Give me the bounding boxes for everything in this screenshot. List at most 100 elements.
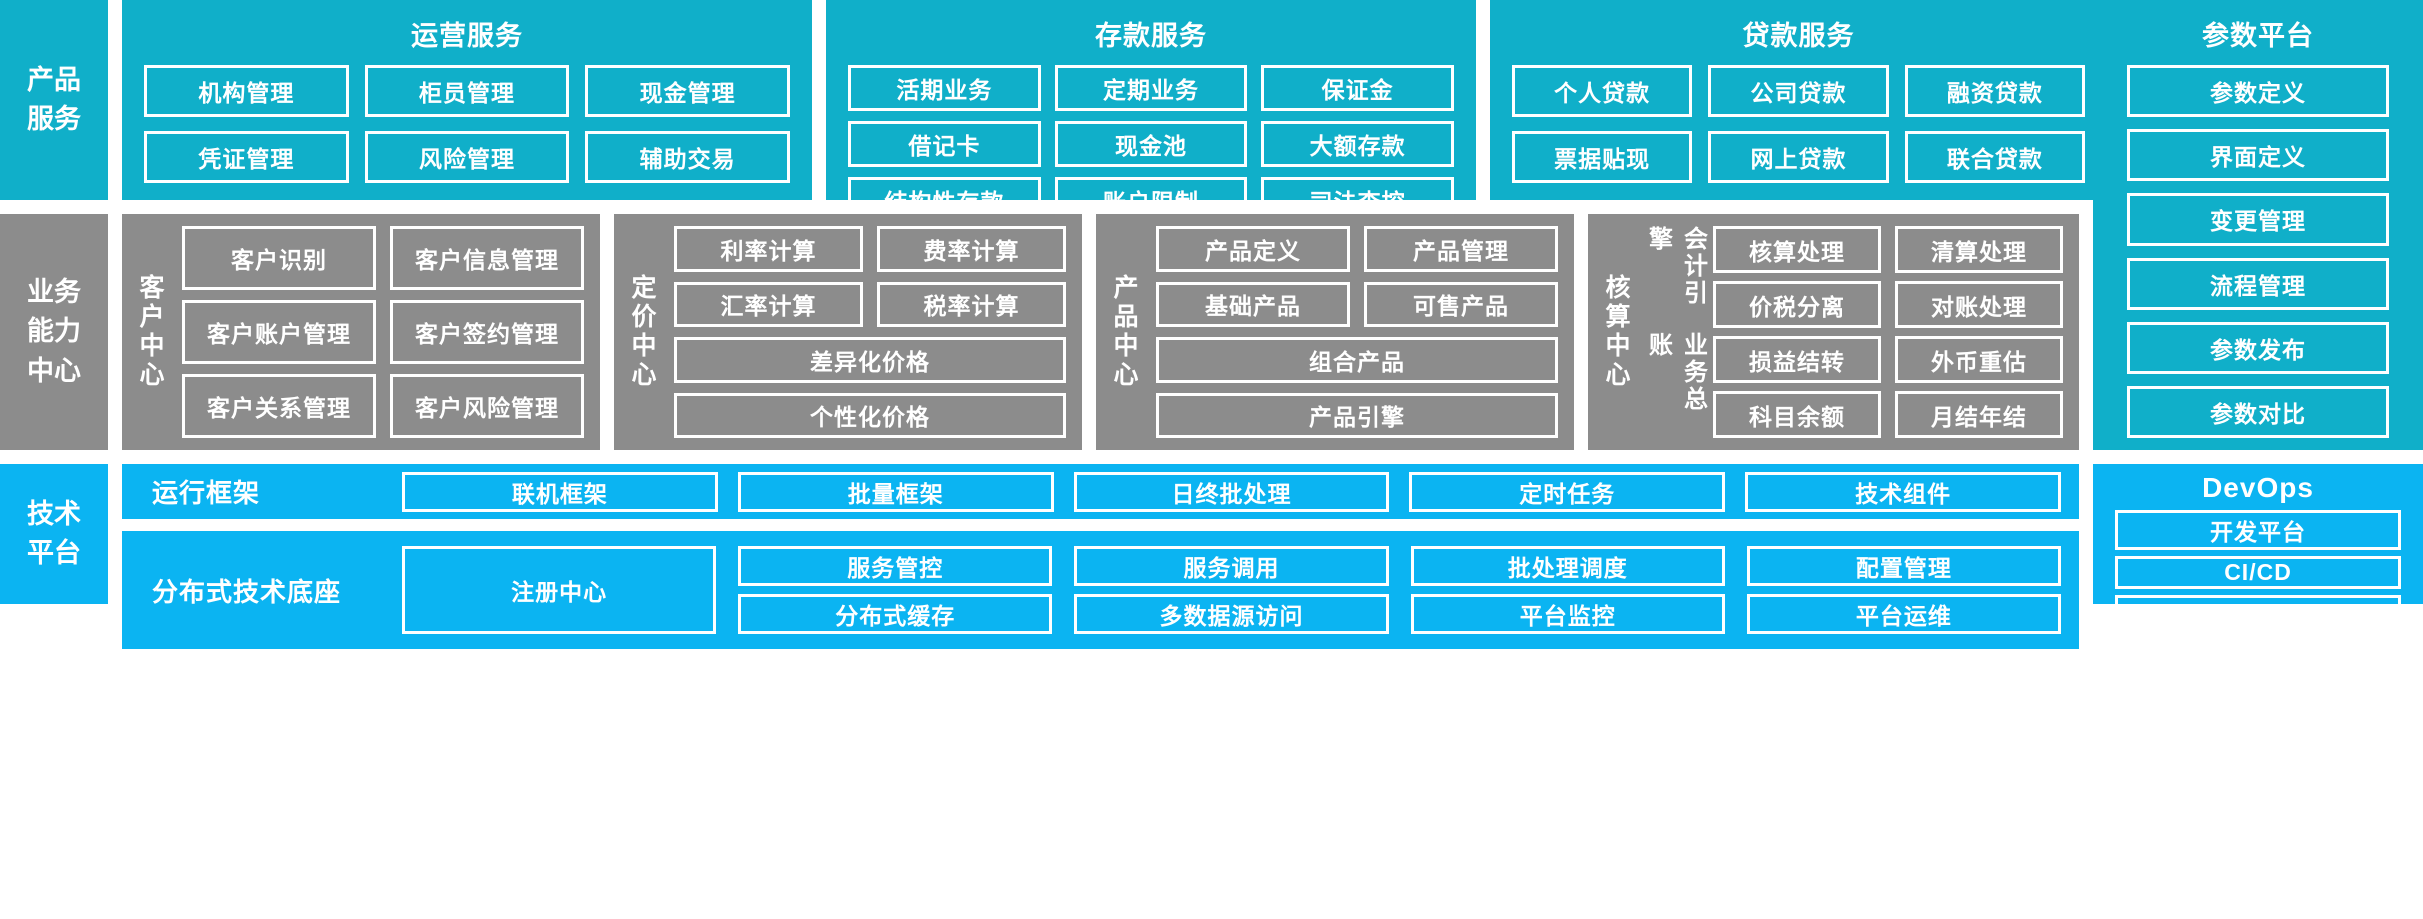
capability-tile[interactable]: 外币重估 <box>1895 336 2063 383</box>
center-accounting: 核算中心 会计引擎 业务总账 核算处理 清算处理 价税分离 对账处理 损益结转 … <box>1588 214 2079 450</box>
capability-tile[interactable]: 利率计算 <box>674 226 864 272</box>
capability-tile[interactable]: 月结年结 <box>1895 391 2063 438</box>
capability-tile[interactable]: 可售产品 <box>1364 281 1559 327</box>
tech-tile[interactable]: 定时任务 <box>1409 471 1726 512</box>
strip-runtime-framework-label: 运行框架 <box>152 478 261 508</box>
capability-tile[interactable]: 核算处理 <box>1713 226 1882 273</box>
capability-tile-wide[interactable]: 产品引擎 <box>1156 392 1559 438</box>
rail-product-service-line2: 服务 <box>27 104 81 134</box>
rail-capability-center: 业务 能力 中心 <box>0 214 108 450</box>
devops-tile[interactable]: CI/CD <box>2115 556 2401 589</box>
tech-tile[interactable]: 平台运维 <box>1746 594 2062 634</box>
service-tile[interactable]: 机构管理 <box>144 65 349 117</box>
tech-tile[interactable]: 配置管理 <box>1746 546 2062 586</box>
strip-distributed-base: 分布式技术底座 注册中心 服务管控 分布式缓存 服务调用 多数据源访问 批处理调… <box>122 531 2079 649</box>
center-accounting-label: 核算中心 <box>1602 274 1631 390</box>
parameter-tile[interactable]: 界面定义 <box>2127 129 2389 182</box>
tech-tile[interactable]: 多数据源访问 <box>1074 594 1389 634</box>
capability-tile[interactable]: 客户账户管理 <box>182 300 376 364</box>
capability-tile[interactable]: 科目余额 <box>1713 391 1882 438</box>
center-customer-label: 客户中心 <box>136 274 164 390</box>
panel-deposit-service: 存款服务 活期业务 定期业务 保证金 借记卡 现金池 大额存款 结构性存款 账户… <box>826 0 1476 223</box>
service-tile[interactable]: 网上贷款 <box>1708 131 1889 183</box>
strip-runtime-framework: 运行框架 联机框架 批量框架 日终批处理 定时任务 技术组件 <box>122 464 2079 519</box>
service-tile[interactable]: 联合贷款 <box>1904 131 2085 183</box>
rail-capability-line3: 中心 <box>27 355 81 386</box>
rail-tech-platform: 技术 平台 <box>0 464 108 604</box>
rail-capability-line1: 业务 <box>27 277 81 308</box>
rail-tech-line1: 技术 <box>27 498 81 529</box>
tech-tile[interactable]: 服务调用 <box>1074 546 1389 586</box>
capability-tile[interactable]: 税率计算 <box>877 281 1067 327</box>
parameter-tile[interactable]: 参数发布 <box>2127 321 2389 374</box>
capability-tile[interactable]: 损益结转 <box>1713 336 1882 383</box>
capability-tile[interactable]: 清算处理 <box>1895 226 2063 273</box>
capability-tile[interactable]: 汇率计算 <box>674 281 864 327</box>
devops-tile[interactable]: 开发平台 <box>2115 510 2401 550</box>
panel-devops-title: DevOps <box>2202 472 2314 503</box>
capability-tile[interactable]: 客户识别 <box>182 226 376 290</box>
service-tile[interactable]: 个人贷款 <box>1512 65 1693 117</box>
band-product-service: 产品 服务 运营服务 机构管理 柜员管理 现金管理 凭证管理 风险管理 辅助交易… <box>0 0 2423 223</box>
service-tile[interactable]: 票据贴现 <box>1512 131 1693 183</box>
panel-operations-service-title: 运营服务 <box>411 21 523 51</box>
parameter-tile[interactable]: 流程管理 <box>2127 257 2389 310</box>
capability-tile-wide[interactable]: 差异化价格 <box>674 337 1067 383</box>
service-tile[interactable]: 公司贷款 <box>1708 65 1889 117</box>
tech-tile[interactable]: 分布式缓存 <box>738 594 1053 634</box>
capability-tile[interactable]: 客户关系管理 <box>182 374 376 438</box>
capability-tile[interactable]: 客户信息管理 <box>390 226 584 290</box>
center-product-label: 产品中心 <box>1110 274 1139 390</box>
capability-tile[interactable]: 产品管理 <box>1364 226 1559 272</box>
parameter-tile[interactable]: 参数定义 <box>2127 65 2389 118</box>
parameter-tile[interactable]: 参数对比 <box>2127 385 2389 439</box>
service-tile[interactable]: 活期业务 <box>848 65 1041 111</box>
service-tile[interactable]: 保证金 <box>1261 65 1454 111</box>
service-tile[interactable]: 凭证管理 <box>144 131 349 183</box>
service-tile[interactable]: 融资贷款 <box>1904 65 2085 117</box>
service-tile[interactable]: 柜员管理 <box>364 65 570 117</box>
tech-tile[interactable]: 技术组件 <box>1745 471 2061 512</box>
panel-deposit-service-title: 存款服务 <box>1095 21 1207 51</box>
center-product: 产品中心 产品定义 产品管理 基础产品 可售产品 组合产品 产品引擎 <box>1096 214 1575 450</box>
capability-tile[interactable]: 客户风险管理 <box>390 374 584 438</box>
band-capability-center: 业务 能力 中心 客户中心 客户识别 客户信息管理 客户账户管理 客户签约管理 … <box>0 214 2079 450</box>
service-tile[interactable]: 现金管理 <box>585 65 790 117</box>
center-accounting-sub-ledger: 业务总账 <box>1644 332 1707 413</box>
rail-capability-line2: 能力 <box>27 316 81 347</box>
rail-product-service: 产品 服务 <box>0 0 108 200</box>
rail-tech-line2: 平台 <box>27 538 81 568</box>
panel-parameter-platform: 参数平台 参数定义 界面定义 变更管理 流程管理 参数发布 参数对比 <box>2093 0 2423 450</box>
service-tile[interactable]: 风险管理 <box>364 131 570 183</box>
rail-product-service-line1: 产品 <box>27 64 81 95</box>
capability-tile[interactable]: 客户签约管理 <box>390 300 584 364</box>
capability-tile[interactable]: 产品定义 <box>1156 226 1351 272</box>
parameter-tile[interactable]: 变更管理 <box>2127 193 2389 246</box>
capability-tile[interactable]: 对账处理 <box>1895 281 2063 328</box>
tech-tile[interactable]: 批量框架 <box>737 471 1054 512</box>
service-tile[interactable]: 借记卡 <box>848 121 1041 167</box>
capability-tile[interactable]: 价税分离 <box>1713 281 1882 328</box>
capability-tile[interactable]: 基础产品 <box>1156 281 1351 327</box>
tech-tile[interactable]: 批处理调度 <box>1410 546 1725 586</box>
panel-loan-service-title: 贷款服务 <box>1742 21 1855 51</box>
strip-distributed-base-label: 分布式技术底座 <box>152 576 342 607</box>
band-tech-platform: 技术 平台 运行框架 联机框架 批量框架 日终批处理 定时任务 技术组件 分布式… <box>0 464 2079 919</box>
capability-tile[interactable]: 费率计算 <box>877 226 1067 272</box>
capability-tile-wide[interactable]: 个性化价格 <box>674 392 1067 438</box>
tech-tile[interactable]: 平台监控 <box>1410 594 1725 634</box>
service-tile[interactable]: 现金池 <box>1054 121 1248 167</box>
capability-tile-wide[interactable]: 组合产品 <box>1156 337 1559 383</box>
center-pricing-label: 定价中心 <box>628 274 656 390</box>
tech-tile[interactable]: 联机框架 <box>402 471 718 512</box>
tech-tile-registry[interactable]: 注册中心 <box>402 546 717 634</box>
tech-tile[interactable]: 日终批处理 <box>1073 471 1390 512</box>
service-tile[interactable]: 大额存款 <box>1261 121 1454 167</box>
panel-devops: DevOps 开发平台 CI/CD 运维平台 <box>2093 464 2423 635</box>
service-tile[interactable]: 辅助交易 <box>585 131 790 183</box>
service-tile[interactable]: 定期业务 <box>1054 65 1248 111</box>
devops-tile[interactable]: 运维平台 <box>2115 595 2401 635</box>
panel-parameter-platform-title: 参数平台 <box>2202 21 2314 51</box>
tech-tile[interactable]: 服务管控 <box>738 546 1053 586</box>
